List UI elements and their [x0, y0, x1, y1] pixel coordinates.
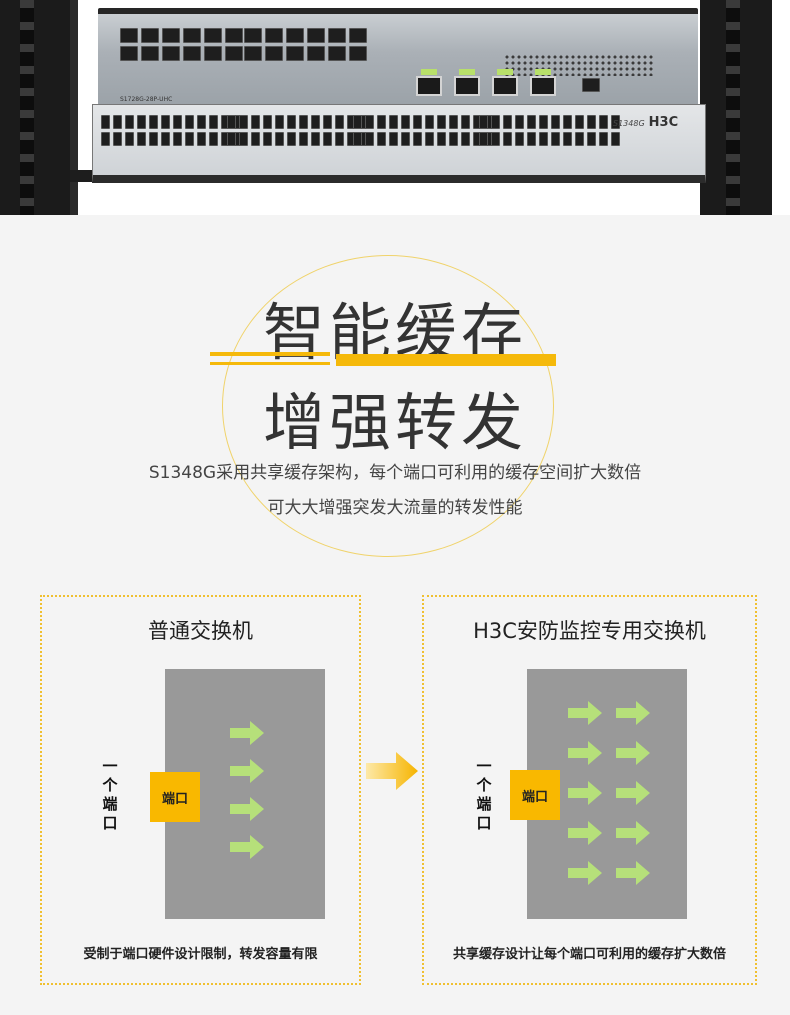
panel-title: 普通交换机 [148, 619, 253, 643]
switch-top-unit: S1728G-28P-UHC [98, 8, 698, 110]
console-port [582, 78, 600, 92]
flow-arrow-icon [616, 861, 650, 885]
panel-h3c-switch: H3C安防监控专用交换机 一 个 端 口 端口 共享缓存设计让每个端口可利用的缓… [422, 595, 757, 985]
flow-arrow-icon [568, 821, 602, 845]
description-line2: 可大大增强突发大流量的转发性能 [267, 498, 523, 518]
flow-arrow-icon [616, 781, 650, 805]
panel-caption: 共享缓存设计让每个端口可利用的缓存扩大数倍 [452, 947, 726, 962]
flow-arrow-icon [230, 721, 264, 745]
brand-logo: H3C [648, 115, 679, 130]
port-block [227, 115, 368, 146]
decorative-circle [222, 255, 554, 557]
right-arrow-icon [366, 752, 418, 790]
flow-arrow-icon [230, 797, 264, 821]
port-block [353, 115, 494, 146]
device-top-label: S1728G-28P-UHC [120, 96, 173, 103]
flow-arrow-icon [568, 701, 602, 725]
accent-bar-left-top [210, 352, 330, 356]
flow-arrow-icon [616, 741, 650, 765]
flow-arrow-icon [568, 781, 602, 805]
port-block [101, 115, 242, 146]
rack-post-left [0, 0, 70, 215]
vent-grill [504, 54, 654, 76]
accent-bar-left-bottom [210, 362, 330, 365]
description-line1: S1348G采用共享缓存架构，每个端口可利用的缓存空间扩大数倍 [148, 463, 642, 483]
sfp-port [530, 69, 556, 96]
sfp-port [416, 69, 442, 96]
headline-line2: 增强转发 [262, 386, 527, 459]
rack-rail [70, 0, 78, 215]
flow-arrow-icon [616, 821, 650, 845]
vertical-port-label: 一 个 端 口 [476, 757, 492, 832]
rack-post-right [700, 0, 772, 215]
sfp-port [492, 69, 518, 96]
flow-arrow-icon [568, 861, 602, 885]
port-box: 端口 [510, 770, 560, 820]
panel-normal-switch: 普通交换机 一 个 端 口 端口 受制于端口硬件设计限制，转发容量有限 [40, 595, 361, 985]
flow-arrow-icon [230, 759, 264, 783]
flow-arrow-icon [568, 741, 602, 765]
port-block [120, 28, 243, 61]
port-box: 端口 [150, 772, 200, 822]
panel-caption: 受制于端口硬件设计限制，转发容量有限 [83, 947, 318, 962]
accent-bar-right [336, 354, 556, 366]
port-block [244, 28, 367, 61]
panel-title: H3C安防监控专用交换机 [473, 619, 706, 643]
flow-arrow-icon [616, 701, 650, 725]
flow-arrow-icon [230, 835, 264, 859]
port-block [479, 115, 620, 146]
vertical-port-label: 一 个 端 口 [102, 757, 118, 832]
sfp-port [454, 69, 480, 96]
device-model: S1348G [613, 119, 645, 128]
